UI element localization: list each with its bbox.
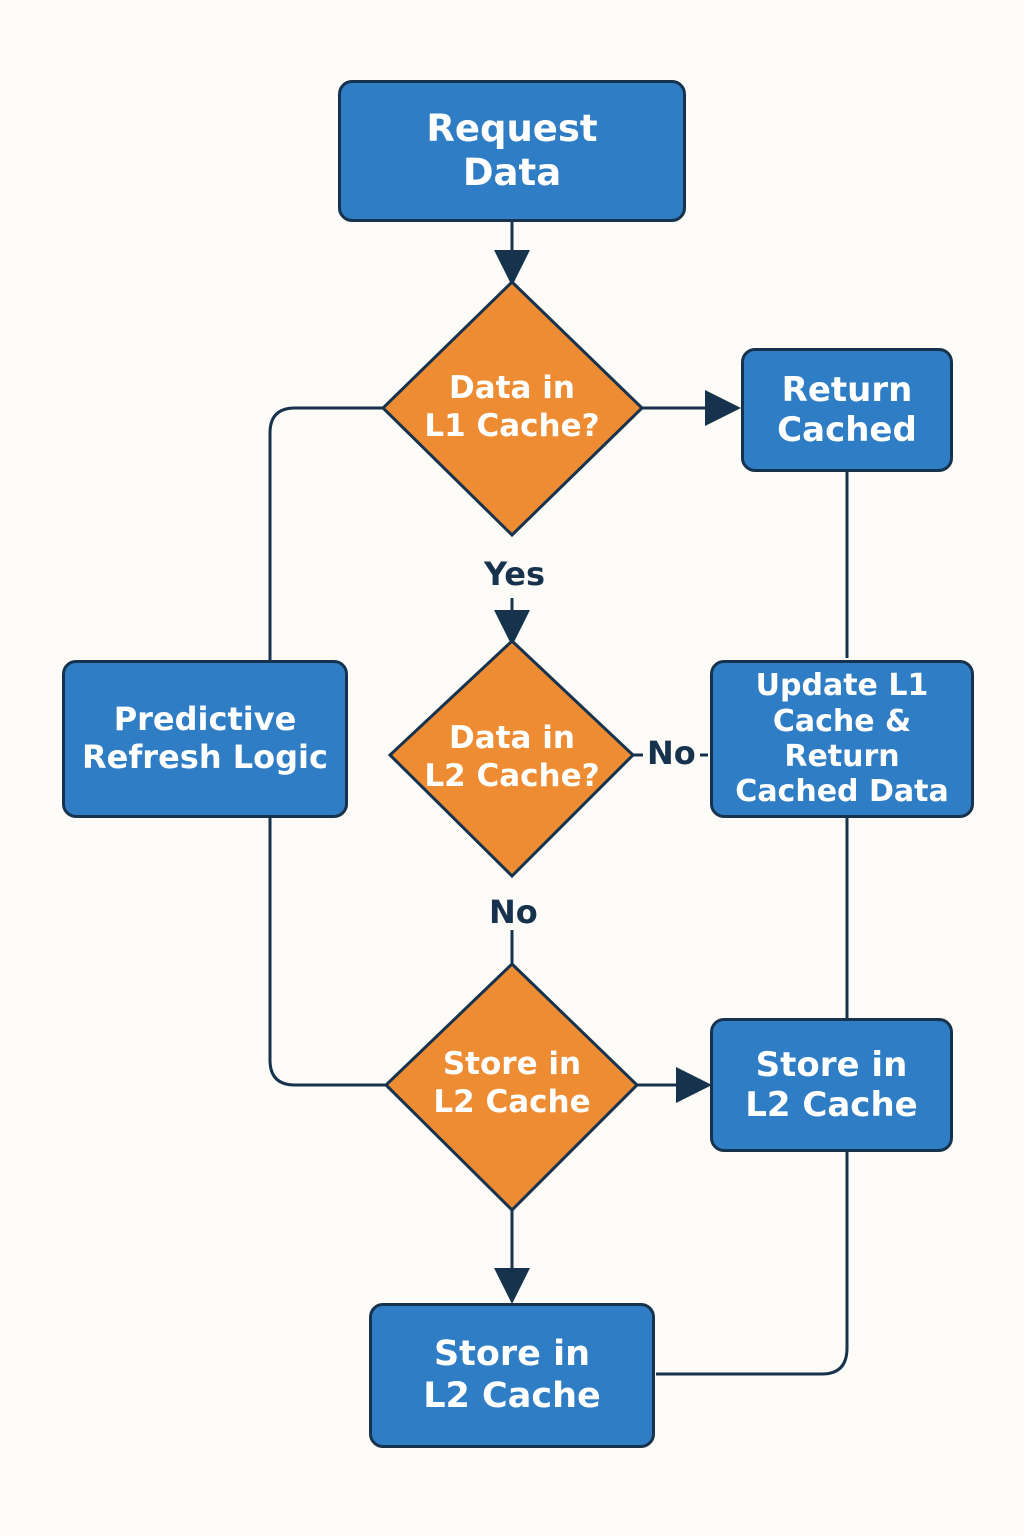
decision-diamond-store-l2: [383, 961, 640, 1213]
line-predictive-to-store-decision: [268, 818, 386, 1087]
decision-diamond-l1-check: [380, 279, 645, 538]
edge-label-yes: Yes: [480, 558, 549, 590]
node-update-l1-cache: Update L1 Cache & Return Cached Data: [710, 660, 974, 818]
decision-l2-check-label: Data in L2 Cache?: [424, 720, 600, 794]
decision-diamond-l2-check: [387, 638, 636, 879]
node-return-cached: Return Cached: [741, 348, 953, 472]
node-store-l2-bottom: Store in L2 Cache: [369, 1303, 655, 1448]
decision-store-l2-label: Store in L2 Cache: [433, 1046, 591, 1120]
line-store-right-to-store-bottom: [656, 1152, 849, 1376]
node-store-l2-right: Store in L2 Cache: [710, 1018, 953, 1152]
line-l1-check-to-predictive: [268, 406, 383, 660]
node-predictive-refresh-logic: Predictive Refresh Logic: [62, 660, 348, 818]
edge-label-no-down: No: [485, 896, 542, 928]
node-request-data: Request Data: [338, 80, 686, 222]
edge-label-no-right: No: [643, 737, 700, 769]
decision-l1-check-label: Data in L1 Cache?: [424, 370, 600, 444]
